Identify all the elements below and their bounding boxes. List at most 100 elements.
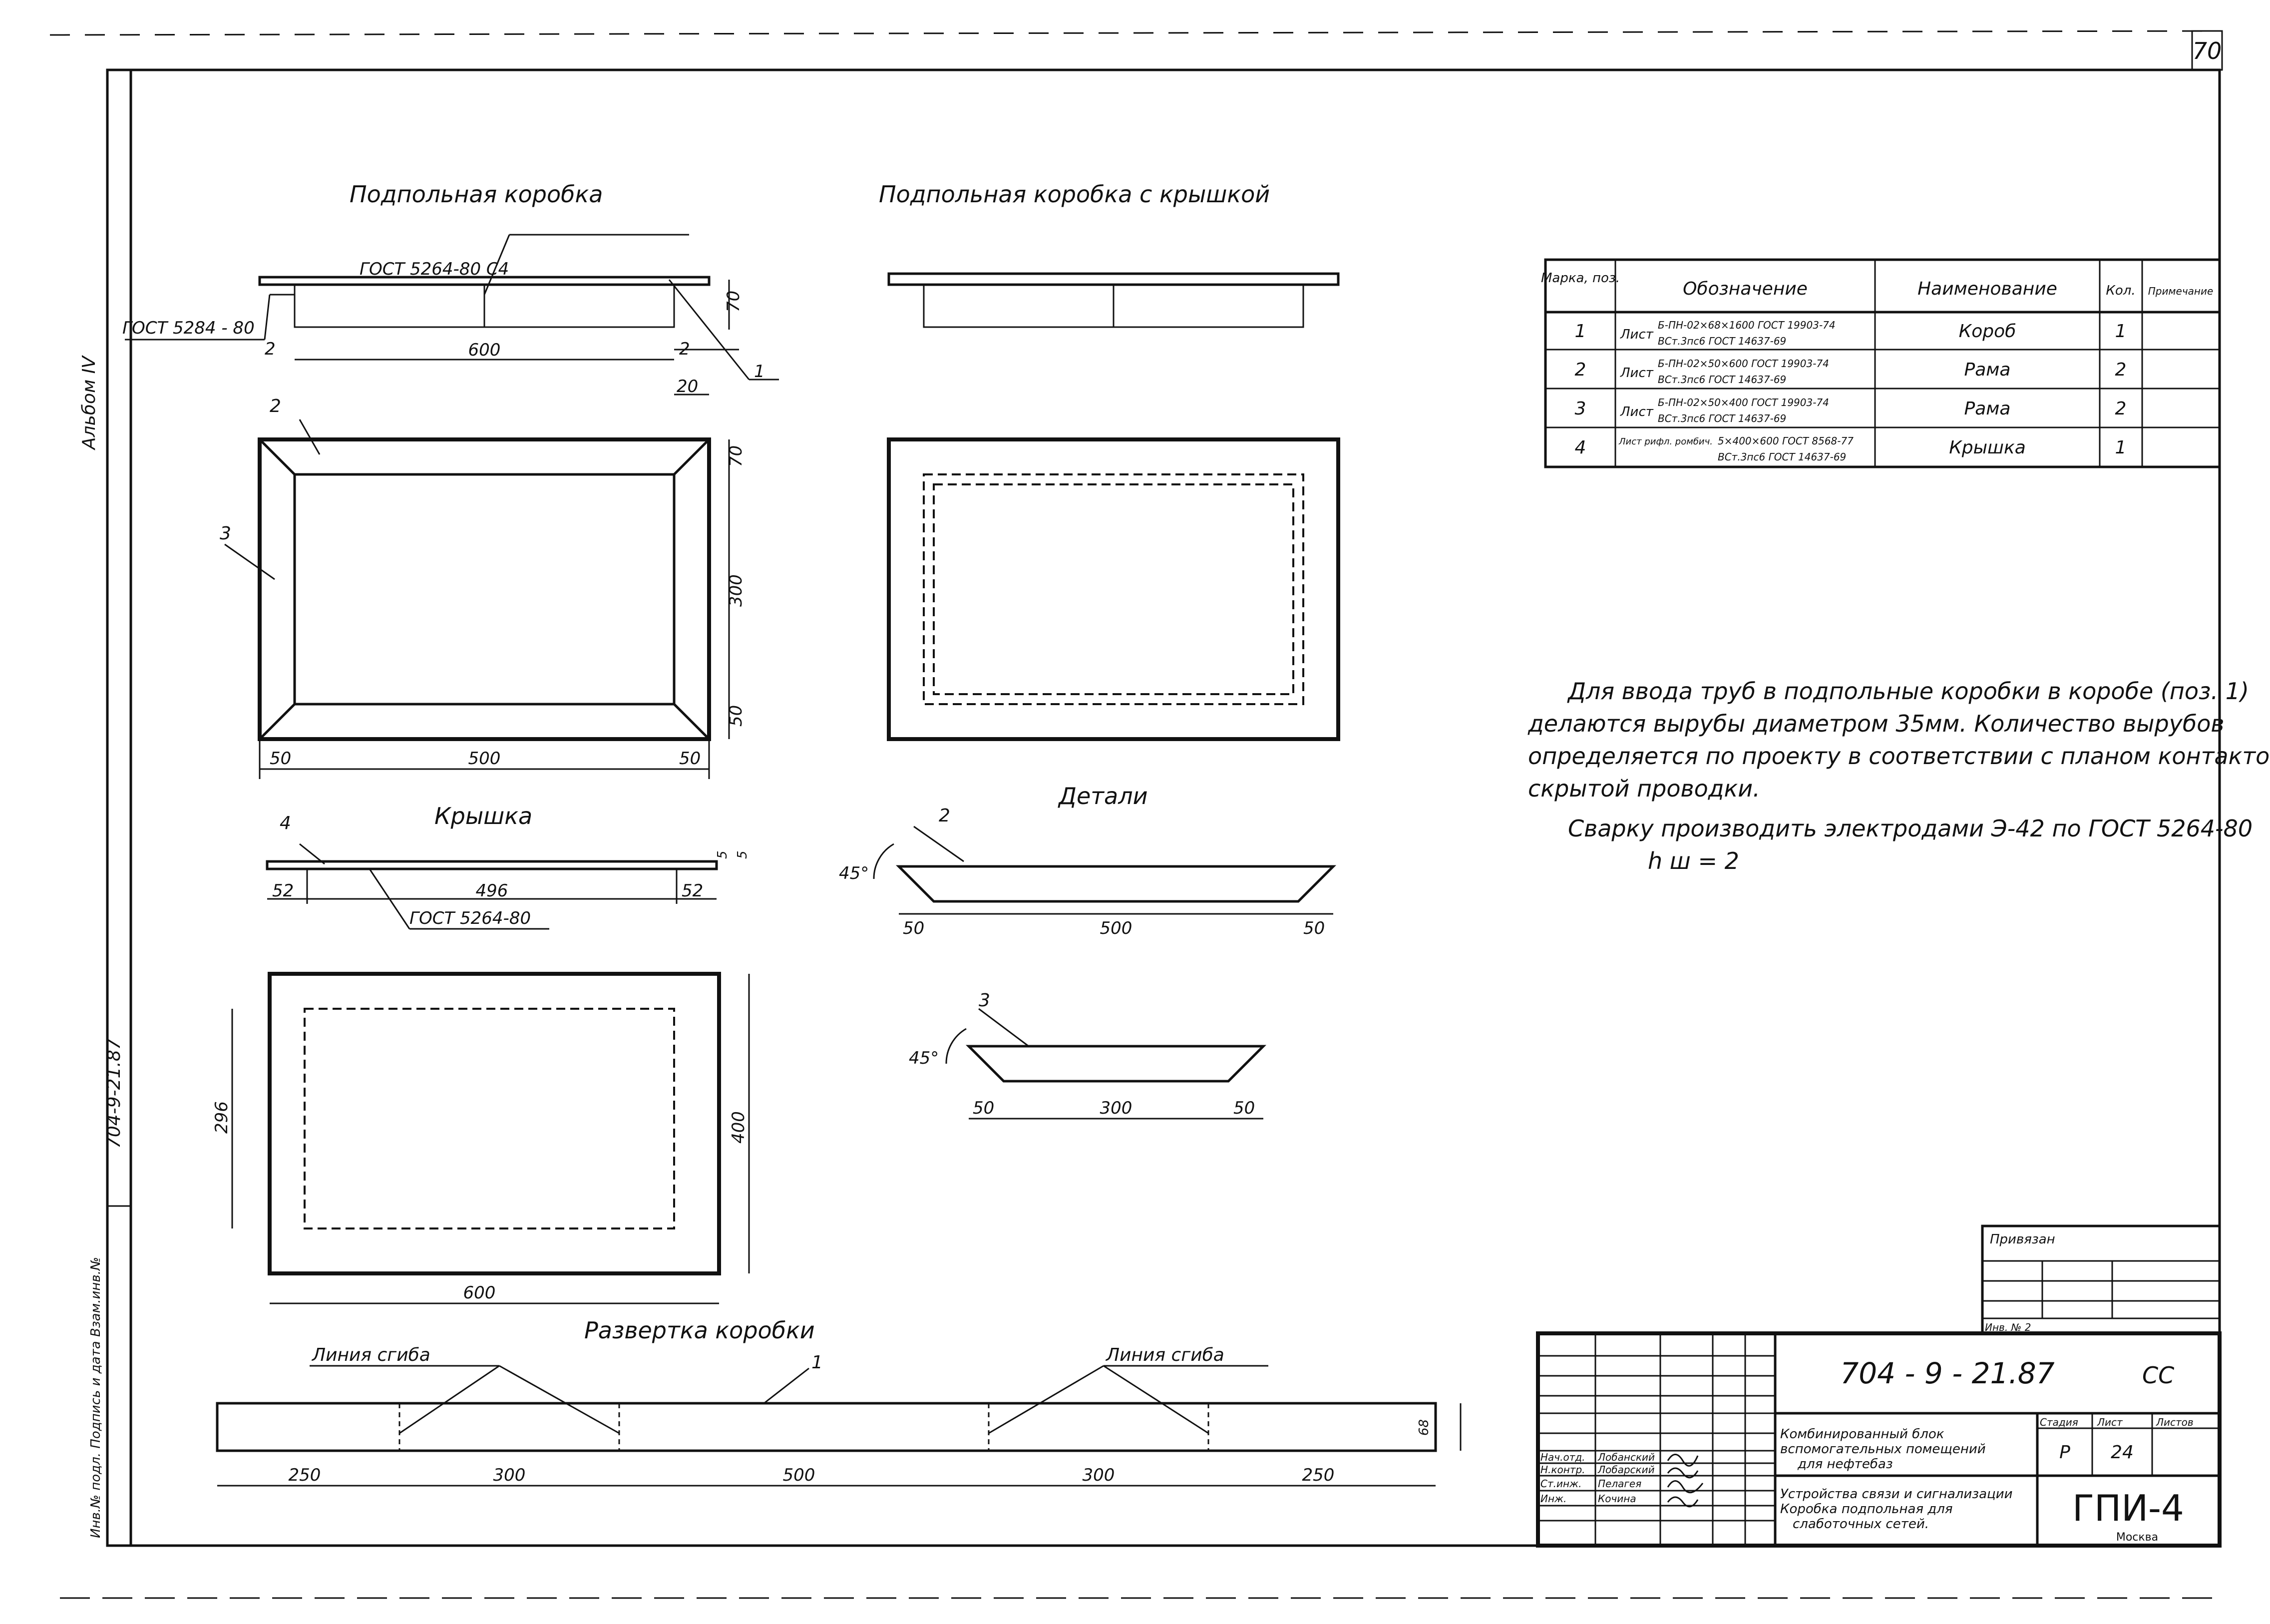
lid-dim-600: 600 <box>463 1283 496 1303</box>
spec-row-4-top: 5×400×600 ГОСТ 8568-77 <box>1718 435 1854 447</box>
stamp-city: Москва <box>2116 1531 2158 1544</box>
box-dim-600: 600 <box>468 340 501 360</box>
sheet-number: 70 <box>2193 37 2222 64</box>
stamp-sheet-1: Устройства связи и сигнализации <box>1780 1487 2013 1502</box>
side-stamp: Инв.№ подл. Подпись и дата Взам.инв.№ <box>88 1257 103 1538</box>
lid-pos-4: 4 <box>280 813 291 833</box>
lid-dim-52a: 52 <box>272 881 294 901</box>
spec-table <box>1544 258 2221 468</box>
detail-3-50b: 50 <box>1233 1098 1255 1118</box>
spec-row-4-mat: Лист рифл. ромбич. <box>1618 436 1713 447</box>
spec-row-4-pos: 4 <box>1575 437 1586 458</box>
spec-header-name: Наименование <box>1917 279 2057 299</box>
box-pos-3: 3 <box>220 523 231 544</box>
spec-row-2: 2 Лист Б-ПН-02×50×600 ГОСТ 19903-74 ВСт.… <box>1575 358 2127 386</box>
spec-row-3-qty: 2 <box>2115 399 2127 419</box>
spec-row-4-name: Крышка <box>1949 437 2026 458</box>
box-dim-20: 20 <box>677 377 698 397</box>
spec-header-note: Примечание <box>2148 285 2214 297</box>
unfold-dim-300b: 300 <box>1083 1465 1115 1485</box>
note-line-5: Сварку производить электродами Э-42 по Г… <box>1568 815 2253 842</box>
stamp-privyazan: Привязан <box>1990 1232 2055 1247</box>
detail-3-300: 300 <box>1100 1098 1133 1118</box>
unfold-bend-1: Линия сгиба <box>311 1345 430 1365</box>
box-plan-view <box>224 419 730 779</box>
unfold-bend-2: Линия сгиба <box>1105 1345 1224 1365</box>
detail-3-50a: 50 <box>973 1098 994 1118</box>
spec-row-3: 3 Лист Б-ПН-02×50×400 ГОСТ 19903-74 ВСт.… <box>1575 397 2127 424</box>
stamp-role-4: Инж. <box>1540 1493 1566 1505</box>
side-code: 704-9-21.87 <box>104 1038 124 1149</box>
unfold-dim-250b: 250 <box>1302 1465 1335 1485</box>
stamp-project-1: Комбинированный блок <box>1780 1427 1944 1442</box>
lid-dim-52b: 52 <box>682 881 703 901</box>
stamp-project-2: вспомогательных помещений <box>1780 1442 1986 1457</box>
sheet-frame: 70 <box>49 30 2223 1599</box>
lid-dim-400: 400 <box>729 1111 749 1144</box>
spec-row-2-qty: 2 <box>2115 360 2127 380</box>
spec-row-2-top: Б-ПН-02×50×600 ГОСТ 19903-74 <box>1658 358 1829 370</box>
stamp-stage: Р <box>2059 1442 2070 1463</box>
title-box-lid: Подпольная коробка с крышкой <box>879 181 1270 208</box>
unfold-dim-250a: 250 <box>289 1465 321 1485</box>
stamp-code: 704 - 9 - 21.87 <box>1840 1356 2054 1390</box>
box-plan-300: 300 <box>726 574 746 607</box>
title-unfold: Развертка коробки <box>584 1317 815 1344</box>
stamp-name-1: Лобанский <box>1597 1451 1655 1463</box>
box-plan-50a: 50 <box>270 749 291 769</box>
box-section-view <box>125 234 779 396</box>
signature-marks <box>1667 1454 1704 1508</box>
title-lid: Крышка <box>434 803 532 829</box>
spec-row-3-pos: 3 <box>1575 399 1586 419</box>
title-box: Подпольная коробка <box>350 181 603 208</box>
detail-3-view <box>945 1008 1267 1120</box>
box-dim-1: 1 <box>754 362 765 382</box>
stamp-sheet-3: слаботочных сетей. <box>1793 1517 1929 1532</box>
detail-2-50a: 50 <box>903 918 924 938</box>
spec-row-2-pos: 2 <box>1575 360 1586 380</box>
lid-gost: ГОСТ 5264-80 <box>409 908 531 928</box>
detail-2-view <box>873 825 1337 915</box>
detail-3-angle: 45° <box>909 1048 939 1068</box>
stamp-project-3: для нефтебаз <box>1797 1457 1893 1472</box>
stamp-suffix: СС <box>2142 1362 2174 1389</box>
spec-row-1: 1 Лист Б-ПН-02×68×1600 ГОСТ 19903-74 ВСт… <box>1575 319 2127 347</box>
stamp-h-sheets: Листов <box>2156 1416 2194 1428</box>
lid-dim-5b: 5 <box>735 850 750 859</box>
unfold-dim-300a: 300 <box>493 1465 526 1485</box>
lid-section-view <box>266 843 718 930</box>
stamp-h-sheet: Лист <box>2097 1416 2123 1428</box>
box-lid-plan-view <box>887 437 1340 741</box>
spec-row-4-qty: 1 <box>2115 437 2127 458</box>
lid-dim-296: 296 <box>212 1101 232 1134</box>
lid-dim-5a: 5 <box>715 850 730 859</box>
spec-row-4: 4 Лист рифл. ромбич. 5×400×600 ГОСТ 8568… <box>1575 435 2127 463</box>
spec-row-2-mat: Лист <box>1620 366 1654 381</box>
box-dim-2a: 2 <box>265 339 276 359</box>
unfold-view <box>216 1365 1462 1487</box>
stamp-role-1: Нач.отд. <box>1540 1451 1585 1463</box>
box-plan-70: 70 <box>726 445 746 467</box>
spec-row-1-pos: 1 <box>1575 321 1586 342</box>
box-plan-50b: 50 <box>679 749 701 769</box>
box-plan-50v: 50 <box>726 705 746 727</box>
spec-row-3-mat: Лист <box>1620 405 1654 419</box>
lid-plan-view <box>231 972 750 1304</box>
unfold-dim-500: 500 <box>783 1465 815 1485</box>
stamp-role-2: Н.контр. <box>1540 1464 1585 1476</box>
spec-row-3-name: Рама <box>1964 399 2011 419</box>
spec-header-qty: Кол. <box>2106 283 2135 298</box>
stamp-sheet-2: Коробка подпольная для <box>1780 1502 1953 1517</box>
detail-2-angle: 45° <box>839 863 869 883</box>
spec-row-3-bot: ВСт.3пс6 ГОСТ 14637-69 <box>1658 412 1786 424</box>
note-line-3: определяется по проекту в соответствии с… <box>1528 743 2270 770</box>
box-lid-section-view <box>887 272 1340 328</box>
spec-row-2-bot: ВСт.3пс6 ГОСТ 14637-69 <box>1658 374 1786 386</box>
spec-header-designation: Обозначение <box>1683 279 1808 299</box>
detail-3-pos: 3 <box>979 990 990 1011</box>
stamp-name-2: Лобарский <box>1597 1464 1655 1476</box>
spec-row-1-bot: ВСт.3пс6 ГОСТ 14637-69 <box>1658 335 1786 347</box>
spec-row-1-name: Короб <box>1959 321 2016 342</box>
note-line-1: Для ввода труб в подпольные коробки в ко… <box>1567 678 2249 705</box>
